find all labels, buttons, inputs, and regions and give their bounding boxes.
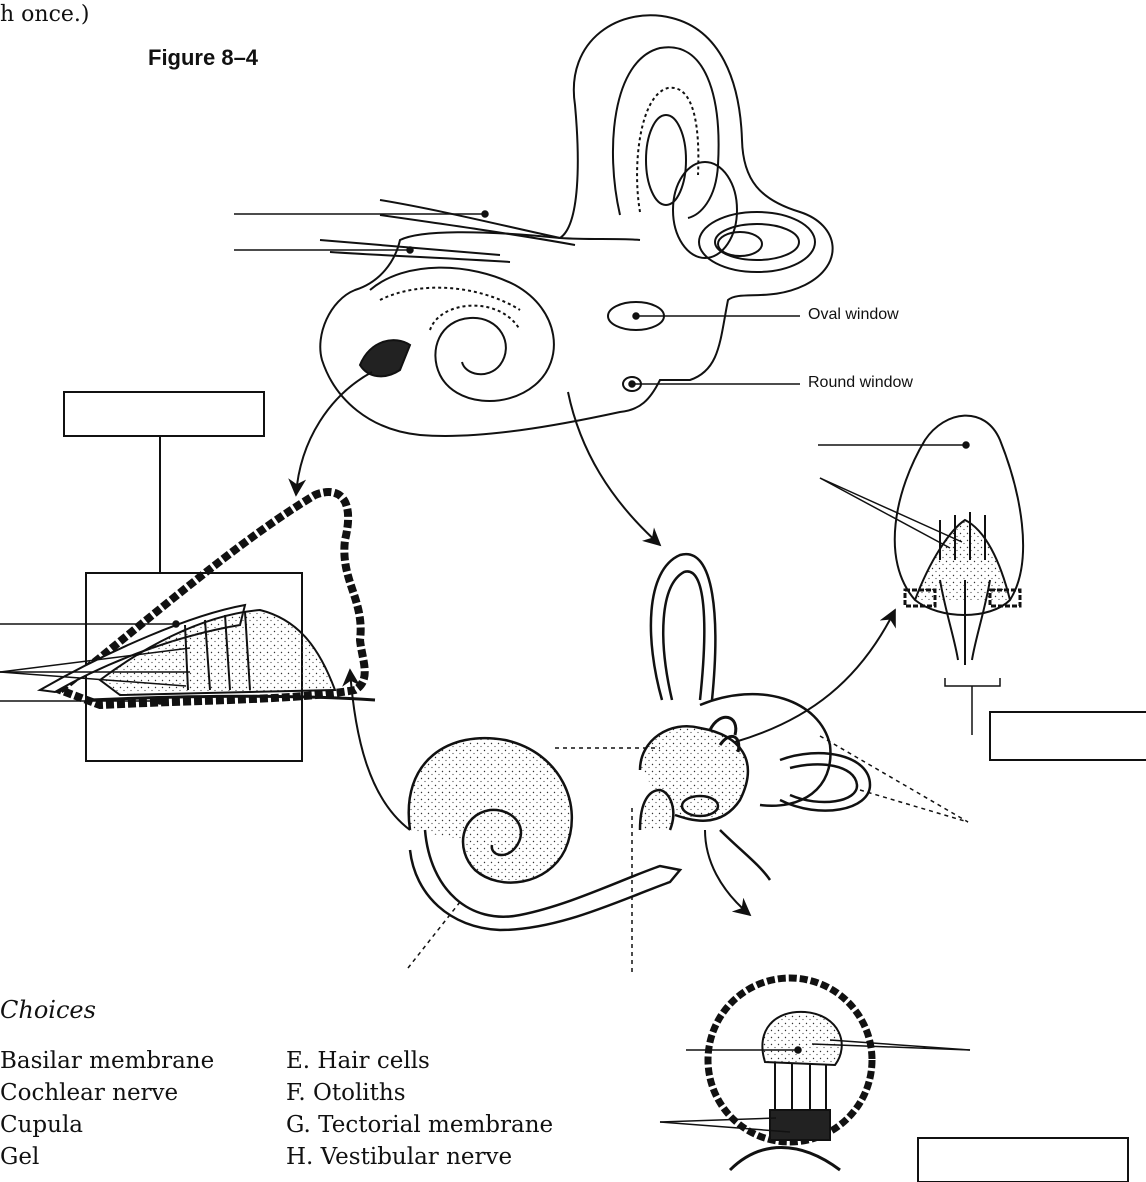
label-oval-window: Oval window — [808, 306, 899, 324]
key-item-tectorial-membrane: G. Tectorial membrane — [286, 1112, 553, 1138]
cochlear-duct-section — [40, 392, 375, 761]
key-item-vestibular-nerve: H. Vestibular nerve — [286, 1144, 512, 1170]
macula — [708, 978, 1128, 1182]
answer-box-crista[interactable] — [990, 712, 1146, 760]
key-item-basilar-membrane: Basilar membrane — [0, 1048, 214, 1074]
connector-arrows — [296, 372, 895, 915]
key-item-cupula: Cupula — [0, 1112, 83, 1138]
key-choices-heading: Choices — [0, 996, 96, 1024]
answer-box-cochlear-duct[interactable] — [64, 392, 264, 436]
intro-fragment: h once.) — [0, 2, 90, 27]
leader-lines-top — [234, 211, 800, 387]
labyrinth-overview — [320, 15, 833, 436]
key-item-hair-cells: E. Hair cells — [286, 1048, 430, 1074]
key-item-gel: Gel — [0, 1144, 39, 1170]
answer-box-macula[interactable] — [918, 1138, 1128, 1182]
label-round-window: Round window — [808, 374, 913, 392]
crista-ampullaris — [895, 416, 1146, 760]
key-item-cochlear-nerve: Cochlear nerve — [0, 1080, 178, 1106]
key-item-otoliths: F. Otoliths — [286, 1080, 406, 1106]
figure-title: Figure 8–4 — [148, 45, 258, 71]
labyrinth-detail — [409, 554, 870, 930]
